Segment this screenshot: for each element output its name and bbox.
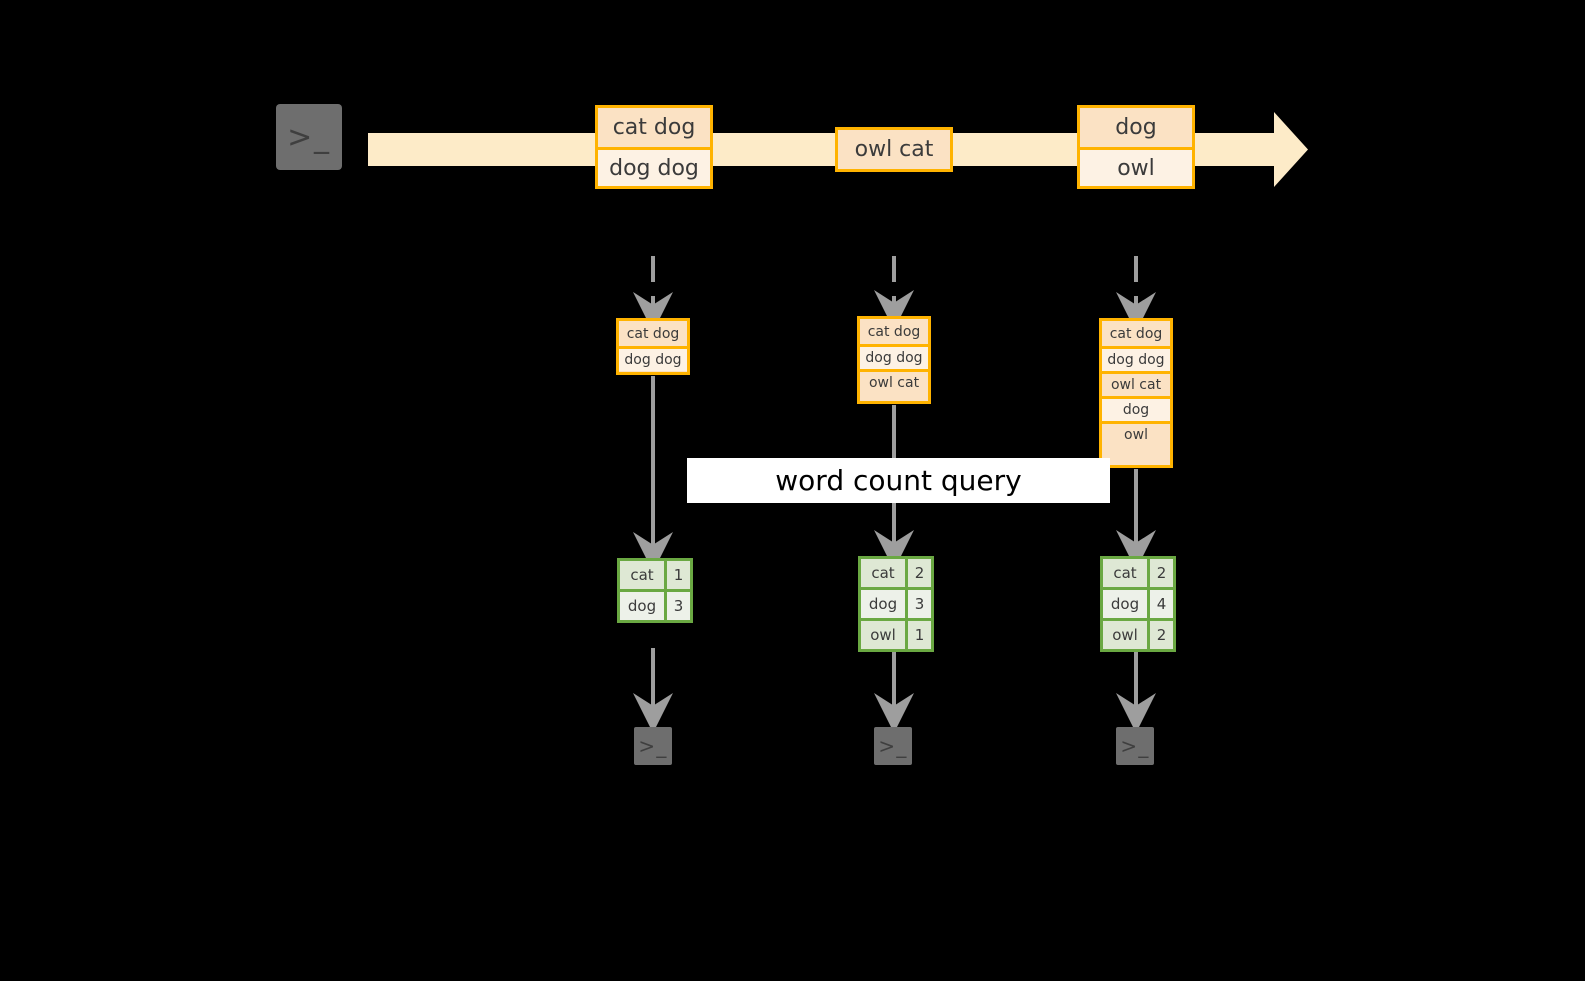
accumulated-record: owl cat [860,369,928,394]
result-table-2: cat 2 dog 3 owl 1 [858,556,934,652]
result-count: 3 [905,590,931,618]
accumulated-record: owl [1102,421,1170,446]
accumulated-record: owl cat [1102,371,1170,396]
result-row: owl 1 [861,618,931,649]
accumulated-record: cat dog [860,319,928,344]
result-word: dog [1103,590,1147,618]
stream-record: dog [1080,108,1192,147]
accumulated-record: dog dog [860,344,928,369]
result-count: 2 [1147,621,1173,649]
stream-arrowhead-icon [1236,112,1308,187]
accumulated-records-3: cat dog dog dog owl cat dog owl [1099,318,1173,468]
result-row: cat 2 [1103,559,1173,587]
result-word: cat [1103,559,1147,587]
result-row: cat 1 [620,561,690,589]
result-row: cat 2 [861,559,931,587]
sink-terminal-icon-1: >_ [626,719,680,773]
result-word: dog [861,590,905,618]
result-word: owl [1103,621,1147,649]
result-row: owl 2 [1103,618,1173,649]
result-count: 3 [664,592,690,620]
terminal-prompt-glyph: >_ [878,734,908,758]
result-table-3: cat 2 dog 4 owl 2 [1100,556,1176,652]
stream-record-group-2: owl cat [835,127,953,172]
result-word: dog [620,592,664,620]
result-count: 1 [905,621,931,649]
result-count: 2 [1147,559,1173,587]
accumulated-record: cat dog [1102,321,1170,346]
stream-record: dog dog [598,147,710,186]
sink-terminal-icon-2: >_ [866,719,920,773]
stream-record: owl [1080,147,1192,186]
terminal-prompt-glyph: >_ [1120,734,1150,758]
accumulated-record: dog dog [619,346,687,371]
stream-record: cat dog [598,108,710,147]
accumulated-records-1: cat dog dog dog [616,318,690,375]
result-row: dog 4 [1103,587,1173,618]
terminal-prompt-glyph: >_ [287,119,331,155]
query-label: word count query [775,464,1022,497]
accumulated-records-2: cat dog dog dog owl cat [857,316,931,404]
result-table-1: cat 1 dog 3 [617,558,693,623]
result-count: 4 [1147,590,1173,618]
result-row: dog 3 [861,587,931,618]
result-word: owl [861,621,905,649]
accumulated-record: cat dog [619,321,687,346]
stream-record-group-1: cat dog dog dog [595,105,713,189]
sink-terminal-icon-3: >_ [1108,719,1162,773]
result-row: dog 3 [620,589,690,620]
source-terminal-icon: >_ [268,96,350,178]
result-count: 1 [664,561,690,589]
result-word: cat [620,561,664,589]
result-count: 2 [905,559,931,587]
stream-record-group-3: dog owl [1077,105,1195,189]
accumulated-record: dog dog [1102,346,1170,371]
stream-record: owl cat [838,130,950,169]
terminal-prompt-glyph: >_ [638,734,668,758]
query-label-band: word count query [687,458,1110,503]
result-word: cat [861,559,905,587]
accumulated-record: dog [1102,396,1170,421]
